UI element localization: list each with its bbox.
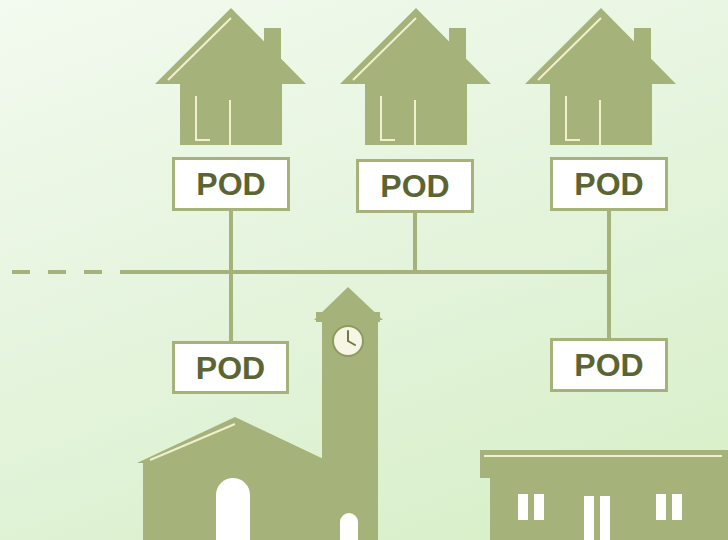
pod-box: POD bbox=[550, 157, 668, 211]
school-icon bbox=[480, 450, 728, 540]
pod-label: POD bbox=[196, 168, 265, 200]
pod-label: POD bbox=[380, 170, 449, 202]
pod-label: POD bbox=[574, 349, 643, 381]
network-line bbox=[229, 211, 233, 341]
house-icon bbox=[340, 8, 491, 145]
pod-box: POD bbox=[172, 341, 289, 394]
house-icon bbox=[155, 8, 306, 145]
house-icon bbox=[525, 8, 676, 145]
network-line bbox=[607, 211, 611, 338]
network-line bbox=[12, 270, 234, 274]
pod-label: POD bbox=[196, 352, 265, 384]
town-hall-icon bbox=[137, 287, 383, 540]
network-line bbox=[231, 211, 415, 272]
pod-box: POD bbox=[550, 338, 668, 392]
pod-box: POD bbox=[356, 159, 474, 213]
pod-box: POD bbox=[172, 157, 290, 211]
network-line bbox=[415, 211, 609, 272]
pod-label: POD bbox=[574, 168, 643, 200]
